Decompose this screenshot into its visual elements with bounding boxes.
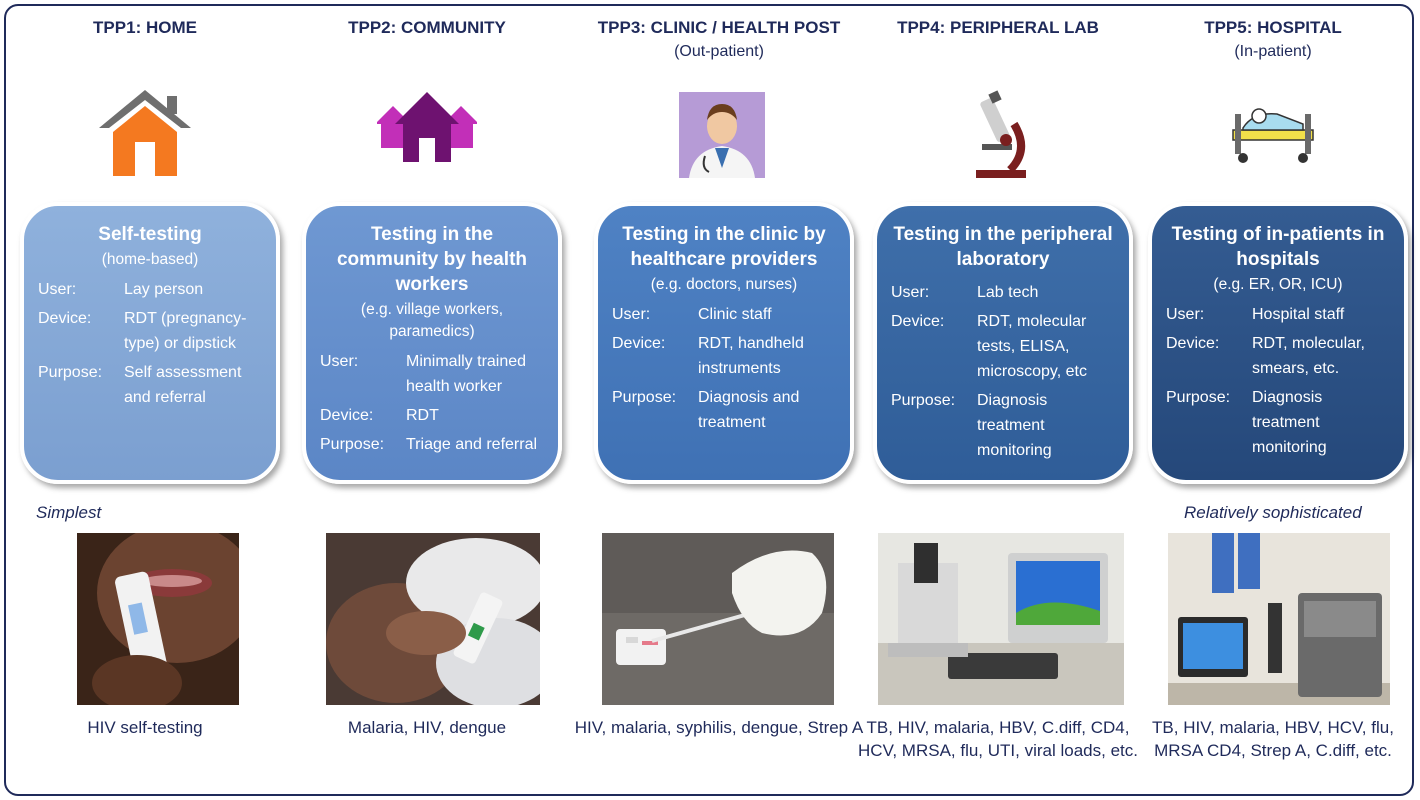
photo-caption: HIV, malaria, syphilis, dengue, Strep A (574, 718, 864, 737)
column-title: TPP2: COMMUNITY (348, 18, 506, 37)
house-icon (99, 90, 191, 176)
lab-bench-photo (878, 533, 1124, 705)
device-row: Device:RDT (320, 407, 439, 424)
column-clinic: TPP3: CLINIC / HEALTH POST (Out-patient)… (575, 0, 864, 800)
microscope-icon (976, 90, 1026, 178)
column-community: TPP2: COMMUNITY Testing in the community… (302, 0, 562, 800)
box-subheading: (e.g. village workers, paramedics) (360, 301, 504, 340)
hospital-analyzer-photo (1168, 533, 1390, 705)
user-row: User:Lay person (38, 281, 204, 298)
user-row: User:Clinic staff (612, 306, 772, 323)
photo-caption: Malaria, HIV, dengue (347, 718, 507, 737)
device-row: Device:RDT, molecular tests, ELISA, micr… (891, 313, 1087, 380)
user-row: User:Lab tech (891, 284, 1039, 301)
box-heading: Testing in the clinic by healthcare prov… (622, 224, 826, 270)
user-row: User:Minimally trained health worker (320, 353, 527, 395)
column-title: TPP5: HOSPITAL (1204, 18, 1342, 37)
rdt-cassette-photo (602, 533, 834, 705)
box-heading: Testing of in-patients in hospitals (1171, 224, 1385, 270)
device-row: Device:RDT (pregnancy-type) or dipstick (38, 310, 247, 352)
purpose-row: Purpose:Diagnosis and treatment (612, 389, 800, 431)
finger-prick-photo (326, 533, 540, 705)
tpp-box: Testing in the peripheral laboratory Use… (873, 202, 1133, 484)
tpp-box: Testing in the clinic by healthcare prov… (594, 202, 854, 484)
box-subheading: (e.g. doctors, nurses) (650, 276, 798, 293)
purpose-row: Purpose:Triage and referral (320, 436, 538, 453)
box-heading: Testing in the peripheral laboratory (893, 224, 1113, 270)
box-subheading: (home-based) (101, 251, 199, 268)
tpp-box: Self-testing (home-based) User:Lay perso… (20, 202, 280, 484)
column-title: TPP3: CLINIC / HEALTH POST (597, 18, 841, 37)
column-hospital: TPP5: HOSPITAL (In-patient) Testing of i… (1148, 0, 1408, 800)
device-row: Device:RDT, handheld instruments (612, 335, 804, 377)
device-row: Device:RDT, molecular, smears, etc. (1166, 335, 1365, 377)
purpose-row: Purpose:Self assessment and referral (38, 364, 242, 406)
column-subtitle: (In-patient) (1234, 43, 1312, 60)
photo-caption: HIV self-testing (87, 718, 203, 737)
user-row: User:Hospital staff (1166, 306, 1345, 323)
purpose-row: Purpose:Diagnosis treatment monitoring (891, 392, 1052, 459)
column-title: TPP4: PERIPHERAL LAB (897, 18, 1099, 37)
hiv-self-test-photo (77, 533, 239, 705)
tpp-box: Testing of in-patients in hospitals (e.g… (1148, 202, 1408, 484)
box-heading: Self-testing (98, 224, 202, 245)
box-heading: Testing in the community by health worke… (336, 224, 528, 295)
scale-simplest: Simplest (36, 503, 102, 522)
column-title: TPP1: HOME (93, 18, 197, 37)
scale-sophisticated: Relatively sophisticated (1184, 503, 1362, 522)
column-peripheral-lab: TPP4: PERIPHERAL LAB Testing in the peri… (858, 0, 1138, 800)
photo-caption: TB, HIV, malaria, HBV, C.diff, CD4, HCV,… (858, 718, 1138, 760)
column-subtitle: (Out-patient) (674, 43, 764, 60)
doctor-icon (679, 92, 765, 178)
tpp-box: Testing in the community by health worke… (302, 202, 562, 484)
hospital-bed-icon (1232, 108, 1314, 163)
photo-caption: TB, HIV, malaria, HBV, HCV, flu, MRSA CD… (1152, 718, 1394, 760)
purpose-row: Purpose:Diagnosis treatment monitoring (1166, 389, 1327, 456)
box-subheading: (e.g. ER, OR, ICU) (1213, 276, 1343, 293)
column-home: TPP1: HOME Self-testing (home-based) Use… (20, 0, 280, 800)
community-houses-icon (377, 92, 477, 162)
